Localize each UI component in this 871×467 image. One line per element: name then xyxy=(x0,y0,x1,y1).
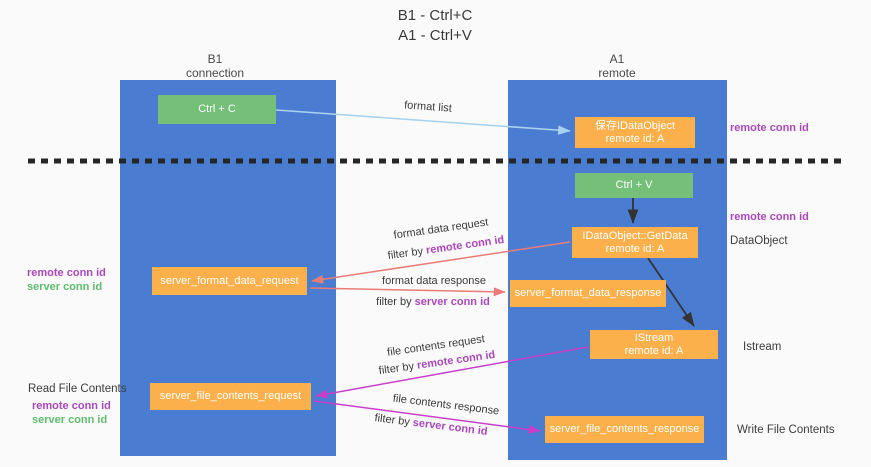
getdata-line1: IDataObject::GetData xyxy=(582,229,688,242)
ctrl-v-label: Ctrl + V xyxy=(615,179,653,191)
title-line-2: A1 - Ctrl+V xyxy=(398,27,472,44)
dataobject-label: DataObject xyxy=(730,235,788,247)
getdata-line2: remote id: A xyxy=(605,242,665,255)
save-dataobject-line1: 保存IDataObject xyxy=(594,119,676,132)
server-conn-id-label-left-1: server conn id xyxy=(27,281,103,293)
write-file-contents-label: Write File Contents xyxy=(737,424,835,436)
column-header-a1: A1 remote xyxy=(557,52,677,80)
server-conn-id-label-left-2: server conn id xyxy=(32,414,108,426)
file-contents-response-arrow xyxy=(313,400,541,434)
diagram-title: B1 - Ctrl+C A1 - Ctrl+V xyxy=(335,6,535,46)
istream-side-label: Istream xyxy=(743,341,782,353)
istream-box: IStream remote id: A xyxy=(590,330,718,359)
title-line-1: B1 - Ctrl+C xyxy=(397,7,473,24)
format-data-request-arrow xyxy=(311,241,571,284)
istream-line1: IStream xyxy=(634,331,674,344)
column-a1-sub: remote xyxy=(598,66,636,80)
format-data-response-arrow xyxy=(309,287,506,297)
remote-conn-id-label-right-2: remote conn id xyxy=(730,211,809,223)
istream-line2: remote id: A xyxy=(624,344,684,357)
getdata-box: IDataObject::GetData remote id: A xyxy=(572,227,698,258)
getdata-to-istream-arrow xyxy=(647,257,695,327)
format-list-arrow xyxy=(275,109,571,135)
filter-by-server-conn-id-label-1: filter by server conn id xyxy=(376,296,490,308)
server-format-data-response-label: server_format_data_response xyxy=(514,287,662,299)
remote-conn-id-label-left-2: remote conn id xyxy=(32,400,111,412)
server-file-contents-request-label: server_file_contents_request xyxy=(159,390,302,402)
column-b1-sub: connection xyxy=(185,66,245,80)
server-format-data-response-box: server_format_data_response xyxy=(510,280,666,307)
server-file-contents-response-box: server_file_contents_response xyxy=(545,416,704,443)
column-a1-name: A1 xyxy=(609,52,625,66)
file-contents-request-arrow xyxy=(315,346,589,399)
ctrl-v-box: Ctrl + V xyxy=(575,173,693,198)
server-file-contents-request-box: server_file_contents_request xyxy=(150,383,311,410)
column-header-b1: B1 connection xyxy=(155,52,275,80)
column-b1-name: B1 xyxy=(207,52,223,66)
save-dataobject-line2: remote id: A xyxy=(605,132,665,145)
remote-conn-id-label-right-1: remote conn id xyxy=(730,122,809,134)
read-file-contents-label: Read File Contents xyxy=(28,383,127,395)
server-format-data-request-box: server_format_data_request xyxy=(152,267,307,295)
ctrl-c-label: Ctrl + C xyxy=(198,103,236,115)
format-data-response-label: format data response xyxy=(382,275,486,287)
server-file-contents-response-label: server_file_contents_response xyxy=(549,423,700,435)
ctrl-c-box: Ctrl + C xyxy=(158,95,276,124)
server-format-data-request-label: server_format_data_request xyxy=(160,274,299,287)
remote-conn-id-label-left-1: remote conn id xyxy=(27,267,106,279)
save-dataobject-box: 保存IDataObject remote id: A xyxy=(575,117,695,148)
